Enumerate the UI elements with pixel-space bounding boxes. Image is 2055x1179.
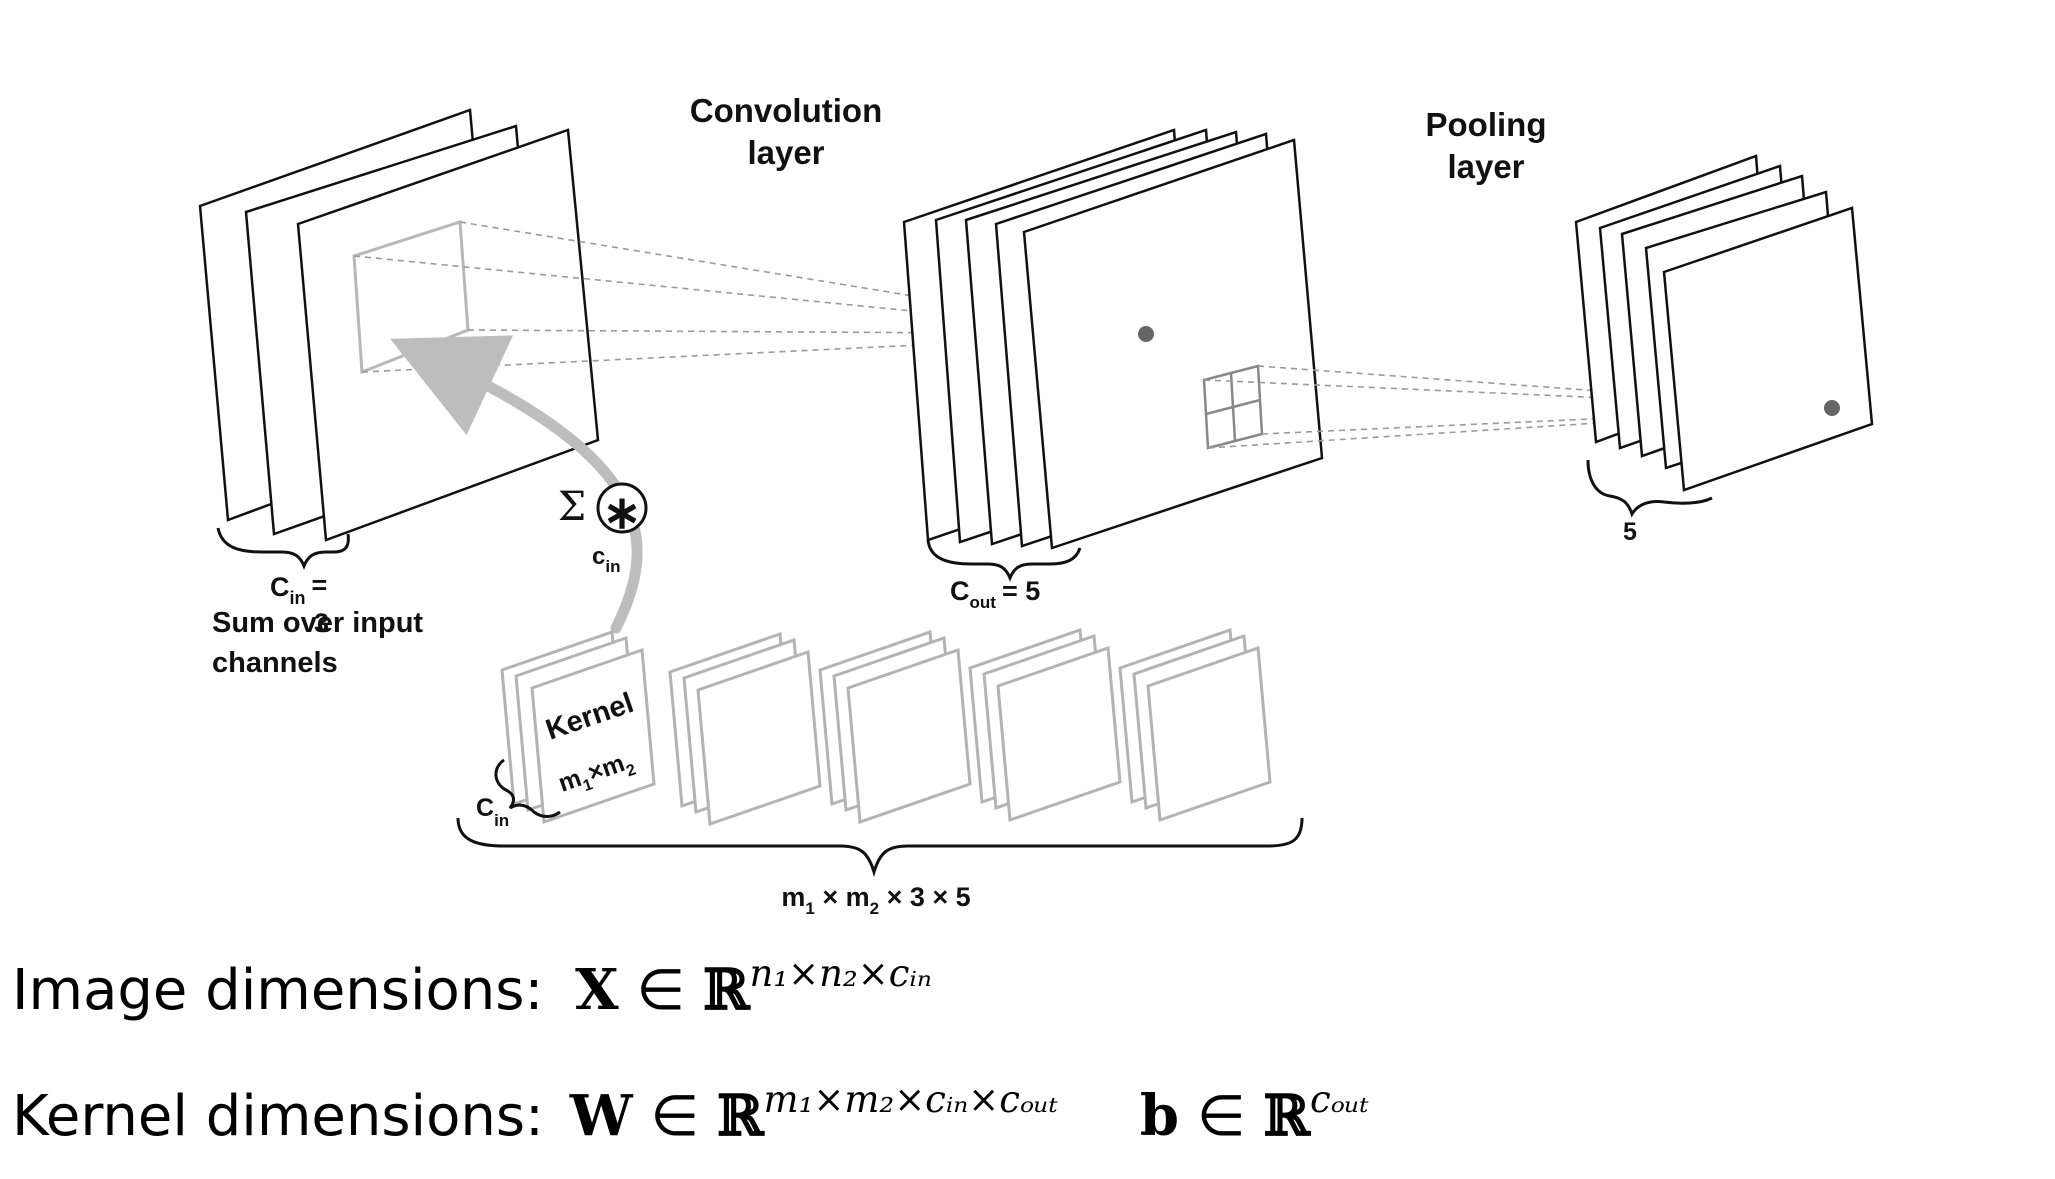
pool-channels-brace (1586, 459, 1713, 518)
image-variable: X (575, 957, 619, 1023)
conv-channels-label: Cout= 5 (950, 576, 1040, 612)
kernel-stack-4 (968, 627, 1122, 823)
conv-output-stack (902, 128, 1324, 550)
input-channels-label: Cin= (270, 570, 327, 608)
bias-real-set: ℝ (1263, 1083, 1310, 1149)
convolution-operator-circle (596, 482, 648, 534)
total-params-brace (456, 817, 1304, 878)
sum-symbol: Σ (558, 484, 586, 530)
input-channels-value: 3 (314, 608, 329, 638)
conv-channel-5 (1022, 138, 1324, 550)
pooling-window (1202, 364, 1264, 450)
kernel-dimensions-equation: Kernel dimensions: W ∈ ℝm₁×m₂×cᵢₙ×cₒᵤₜ b… (12, 1081, 1369, 1145)
bias-exponent: cₒᵤₜ (1309, 1078, 1369, 1122)
kernel-exponent: m₁×m₂×cᵢₙ×cₒᵤₜ (763, 1078, 1059, 1122)
kernel-stack-2 (668, 631, 822, 827)
convolution-operator-icon: ∗ (603, 486, 642, 538)
sum-caption-line2: channels (212, 647, 338, 679)
input-channels-brace (216, 527, 350, 571)
image-real-set: ℝ (703, 957, 750, 1023)
kernel-stack-5 (1118, 627, 1272, 823)
image-element-of: ∈ (636, 958, 686, 1023)
sum-subscript: cin (592, 543, 620, 576)
kernel-stack-3 (818, 629, 972, 825)
image-exponent: n₁×n₂×cᵢₙ (749, 952, 932, 996)
kernel-dimensions-label: Kernel dimensions: (12, 1084, 544, 1149)
conv-layer-title-line1: Convolution (690, 92, 882, 129)
kernel-variable: W (569, 1083, 633, 1149)
kernel-stack-1 (500, 629, 656, 825)
bias-variable: b (1139, 1083, 1179, 1149)
kernel-cin-brace (494, 758, 561, 818)
total-params-label: m1 × m2 × 3 × 5 (781, 882, 970, 918)
kernel-element-of: ∈ (650, 1084, 700, 1149)
bias-element-of: ∈ (1196, 1084, 1246, 1149)
conv-channels-brace (926, 539, 1082, 583)
sum-caption-line1: Sum over input (212, 607, 423, 639)
conv-output-point (1138, 326, 1154, 342)
kernel-real-set: ℝ (716, 1083, 764, 1149)
conv-layer-title-line2: layer (747, 134, 824, 171)
pool-output-stack (1574, 154, 1874, 492)
image-dimensions-equation: Image dimensions: X ∈ ℝn₁×n₂×cᵢₙ (12, 955, 932, 1019)
pool-layer-title-line2: layer (1447, 148, 1524, 185)
image-dimensions-label: Image dimensions: (12, 958, 544, 1023)
pool-channels-label: 5 (1623, 518, 1637, 546)
pool-channel-5 (1662, 206, 1874, 492)
kernel-cin-label: Cin (476, 794, 509, 830)
pool-output-point (1824, 400, 1840, 416)
pool-layer-title-line1: Pooling (1426, 106, 1547, 143)
